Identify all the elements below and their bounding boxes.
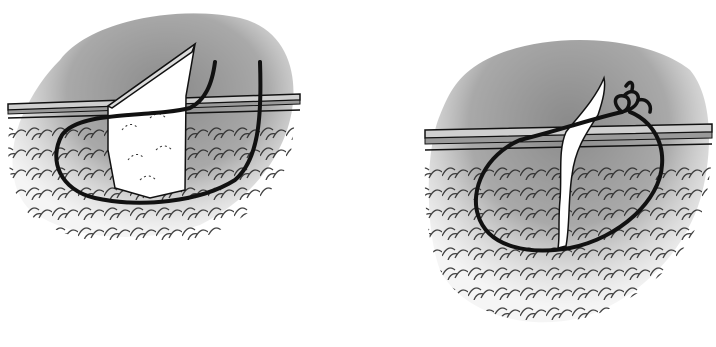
panel-left bbox=[8, 13, 300, 244]
panel-right bbox=[425, 40, 712, 322]
